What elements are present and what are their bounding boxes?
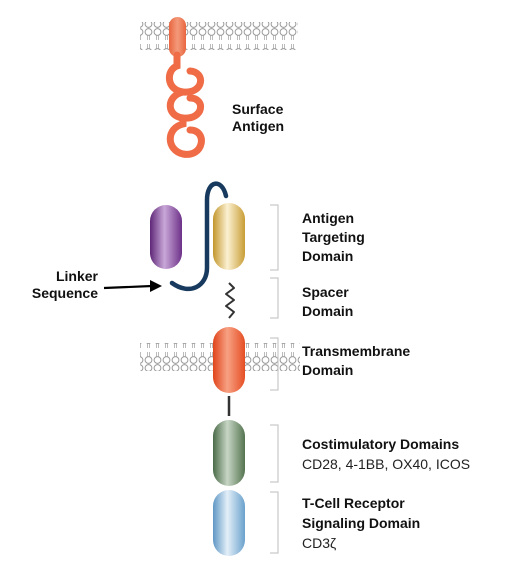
costimulatory-title: Costimulatory Domains: [302, 436, 460, 452]
linker-arrow: [103, 280, 162, 292]
linker-sequence-label: Linker Sequence: [31, 268, 98, 301]
transmembrane-domain: [213, 327, 245, 393]
antigen-targeting-label: Antigen Targeting Domain: [302, 210, 365, 264]
signaling-label: T-Cell Receptor Signaling Domain CD3ζ: [302, 495, 421, 551]
signaling-domain: [213, 490, 245, 556]
signaling-detail: CD3ζ: [302, 535, 337, 551]
costimulatory-domain: [213, 420, 245, 486]
spacer-zigzag: [225, 282, 235, 319]
linker-sequence-curve: [169, 181, 229, 291]
surface-antigen-label: Surface Antigen: [232, 101, 285, 134]
spacer-label: Spacer Domain: [302, 284, 354, 319]
costimulatory-detail: CD28, 4-1BB, OX40, ICOS: [302, 456, 471, 472]
antigen-targeting-vh: [150, 205, 182, 269]
antigen-targeting-vl: [213, 203, 245, 270]
transmembrane-label: Transmembrane Domain: [302, 343, 411, 378]
costimulatory-label: Costimulatory Domains CD28, 4-1BB, OX40,…: [302, 434, 470, 474]
surface-antigen: [166, 17, 205, 158]
domain-brackets: [270, 204, 279, 554]
target-cell-membrane: [140, 22, 298, 50]
